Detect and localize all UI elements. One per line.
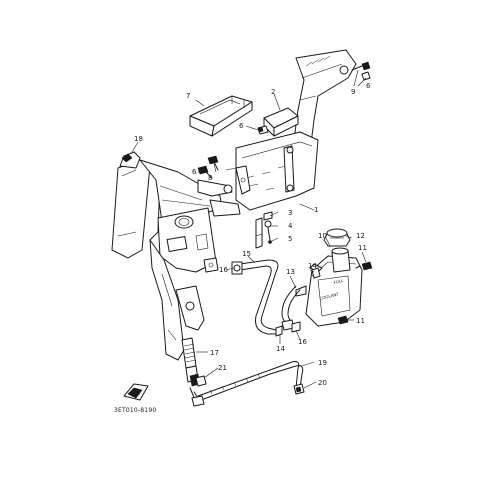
reservoir-hose: [281, 285, 301, 331]
callout-19: 19: [318, 359, 327, 367]
frame-assembly: [111, 159, 223, 361]
damper-pad: [263, 107, 299, 137]
radiator-pipe: [197, 179, 241, 217]
callout-5: 5: [288, 235, 292, 243]
overflow-hose: [231, 259, 279, 335]
radiator-filler-cap: [119, 151, 141, 169]
callout-6c: 6: [366, 82, 371, 90]
front-direction-arrow-icon: [123, 383, 149, 401]
callout-2: 2: [271, 88, 275, 96]
tank-label-coolant: COOLANT: [319, 291, 340, 301]
callout-11a: 11: [358, 244, 367, 252]
pipe-clamp: [189, 373, 207, 387]
tank-label-full: FULL: [333, 278, 344, 285]
protector-plate: [189, 95, 253, 137]
callout-1: 1: [314, 206, 318, 214]
callout-21: 21: [218, 364, 227, 372]
drain-pipe: [189, 361, 304, 407]
callout-6b: 6: [192, 168, 197, 176]
reservoir-cap: [323, 228, 351, 247]
callout-18: 18: [134, 135, 143, 143]
callout-15: 15: [242, 250, 251, 258]
callout-11b: 11: [356, 317, 365, 325]
callout-14b: 14: [276, 345, 285, 353]
bolt-6-upper: [257, 125, 269, 135]
part-code: 3ET010-8190: [114, 407, 156, 414]
callout-16a: 16: [219, 266, 228, 274]
callout-9: 9: [351, 88, 355, 96]
side-cover-bracket: [225, 49, 357, 211]
callout-8: 8: [208, 174, 212, 182]
callout-12: 12: [356, 232, 365, 240]
callout-13: 13: [286, 268, 295, 276]
callout-20: 20: [318, 379, 327, 387]
callout-numbers: 1 2 3 4 5 6 6 6 7 8 9 10 11 11 12 13 14 …: [134, 82, 371, 387]
callout-4: 4: [288, 222, 293, 230]
coolant-reservoir-tank: COOLANT FULL: [295, 247, 363, 327]
hose-clamps: [275, 267, 321, 337]
nut-6-right: [361, 71, 371, 81]
bolts: [197, 61, 371, 179]
callout-10: 10: [318, 232, 327, 240]
callout-7: 7: [186, 92, 190, 100]
bolt-6-left: [197, 165, 213, 179]
pipe-clip: [293, 383, 305, 395]
tank-bolts: [337, 261, 373, 325]
bolt-8: [207, 155, 219, 171]
leader-lines: [131, 69, 367, 389]
callout-3: 3: [288, 209, 292, 217]
bolt-9: [351, 61, 371, 71]
callout-17: 17: [210, 349, 219, 357]
fastener-stack: [255, 211, 273, 249]
callout-6a: 6: [239, 122, 244, 130]
callout-14a: 14: [308, 262, 317, 270]
callout-16b: 16: [298, 338, 307, 346]
